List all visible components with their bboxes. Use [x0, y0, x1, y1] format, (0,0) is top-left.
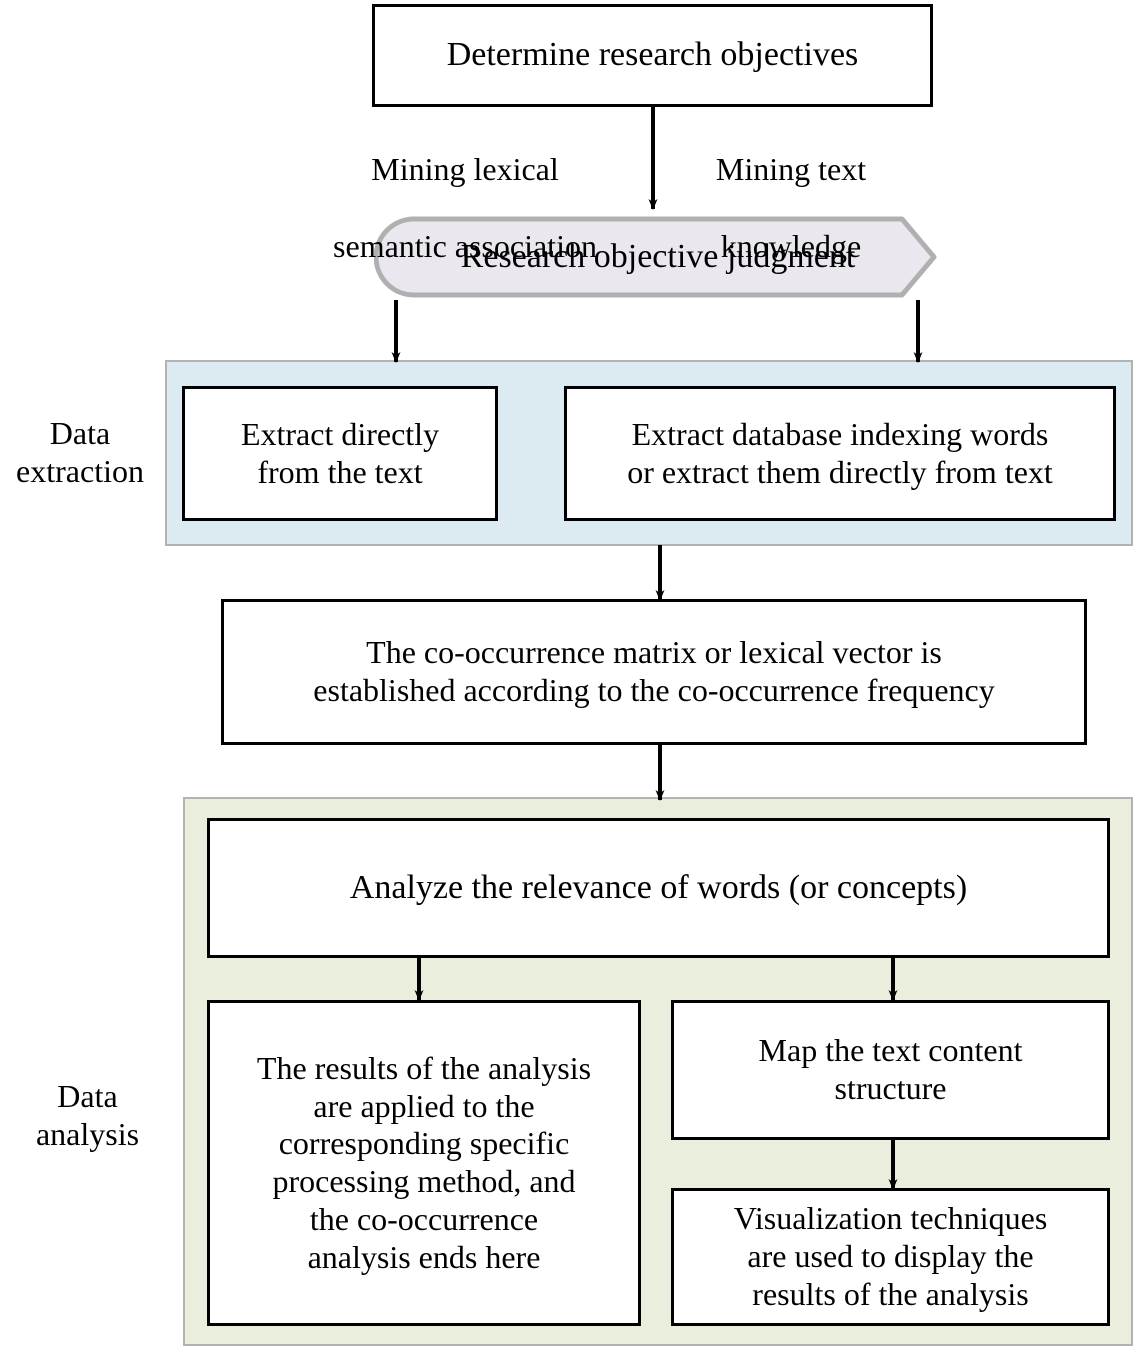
- node-extract-database-indexing-words[interactable]: Extract database indexing words or extra…: [564, 386, 1116, 521]
- node-label-line2: are applied to the: [313, 1087, 535, 1124]
- edge-label-line2: semantic association: [333, 228, 597, 265]
- group-label-line1: Data: [57, 1078, 118, 1114]
- node-label-line1: The results of the analysis: [256, 1049, 592, 1086]
- node-label-line1: Extract database indexing words: [631, 415, 1049, 452]
- node-determine-research-objectives[interactable]: Determine research objectives: [372, 4, 933, 107]
- node-label-line1: Visualization techniques: [733, 1200, 1048, 1237]
- group-label-data-extraction: Data extraction: [0, 415, 160, 491]
- node-label-line6: analysis ends here: [307, 1238, 541, 1275]
- group-label-line1: Data: [49, 415, 111, 451]
- node-label-line1: Map the text content: [758, 1032, 1023, 1069]
- node-label-line2: structure: [834, 1070, 947, 1106]
- node-label-line5: the co-occurrence: [309, 1200, 539, 1237]
- node-visualization-techniques[interactable]: Visualization techniques are used to dis…: [671, 1188, 1110, 1326]
- node-label-line1: The co-occurrence matrix or lexical vect…: [366, 634, 942, 671]
- node-label-line3: corresponding specific: [278, 1125, 570, 1162]
- node-label-line2: established according to the co-occurren…: [313, 672, 995, 708]
- group-label-line2: extraction: [16, 452, 144, 489]
- node-analyze-relevance-of-words[interactable]: Analyze the relevance of words (or conce…: [207, 818, 1110, 958]
- node-map-the-text-content-structure[interactable]: Map the text content structure: [671, 1000, 1110, 1140]
- edge-label-mining-text-knowledge: Mining text knowledge: [676, 112, 906, 304]
- group-label-line2: analysis: [35, 1115, 140, 1152]
- edge-label-mining-lexical-semantic-association: Mining lexical semantic association: [300, 112, 630, 304]
- node-co-occurrence-matrix[interactable]: The co-occurrence matrix or lexical vect…: [221, 599, 1087, 745]
- node-research-objective-judgment[interactable]: Research objective judgment: [374, 211, 942, 303]
- group-label-data-analysis: Data analysis: [0, 1078, 175, 1154]
- node-label: Determine research objectives: [446, 36, 859, 74]
- edge-label-line1: Mining lexical: [371, 151, 559, 188]
- node-extract-directly-from-the-text[interactable]: Extract directly from the text: [182, 386, 498, 521]
- node-label-line3: results of the analysis: [752, 1275, 1029, 1312]
- node-label-line1: Extract directly: [240, 415, 440, 452]
- edge-label-line2: knowledge: [720, 228, 862, 265]
- node-label: Analyze the relevance of words (or conce…: [349, 868, 968, 906]
- node-label-line2: are used to display the: [747, 1238, 1034, 1275]
- node-label-line2: or extract them directly from text: [627, 453, 1053, 490]
- node-results-applied-to-processing-method[interactable]: The results of the analysis are applied …: [207, 1000, 641, 1326]
- edge-label-line1: Mining text: [715, 151, 867, 188]
- node-label-line4: processing method, and: [272, 1163, 576, 1199]
- node-label: Research objective judgment: [460, 238, 856, 275]
- decision-shape: [374, 216, 937, 298]
- node-label-line2: from the text: [257, 453, 423, 490]
